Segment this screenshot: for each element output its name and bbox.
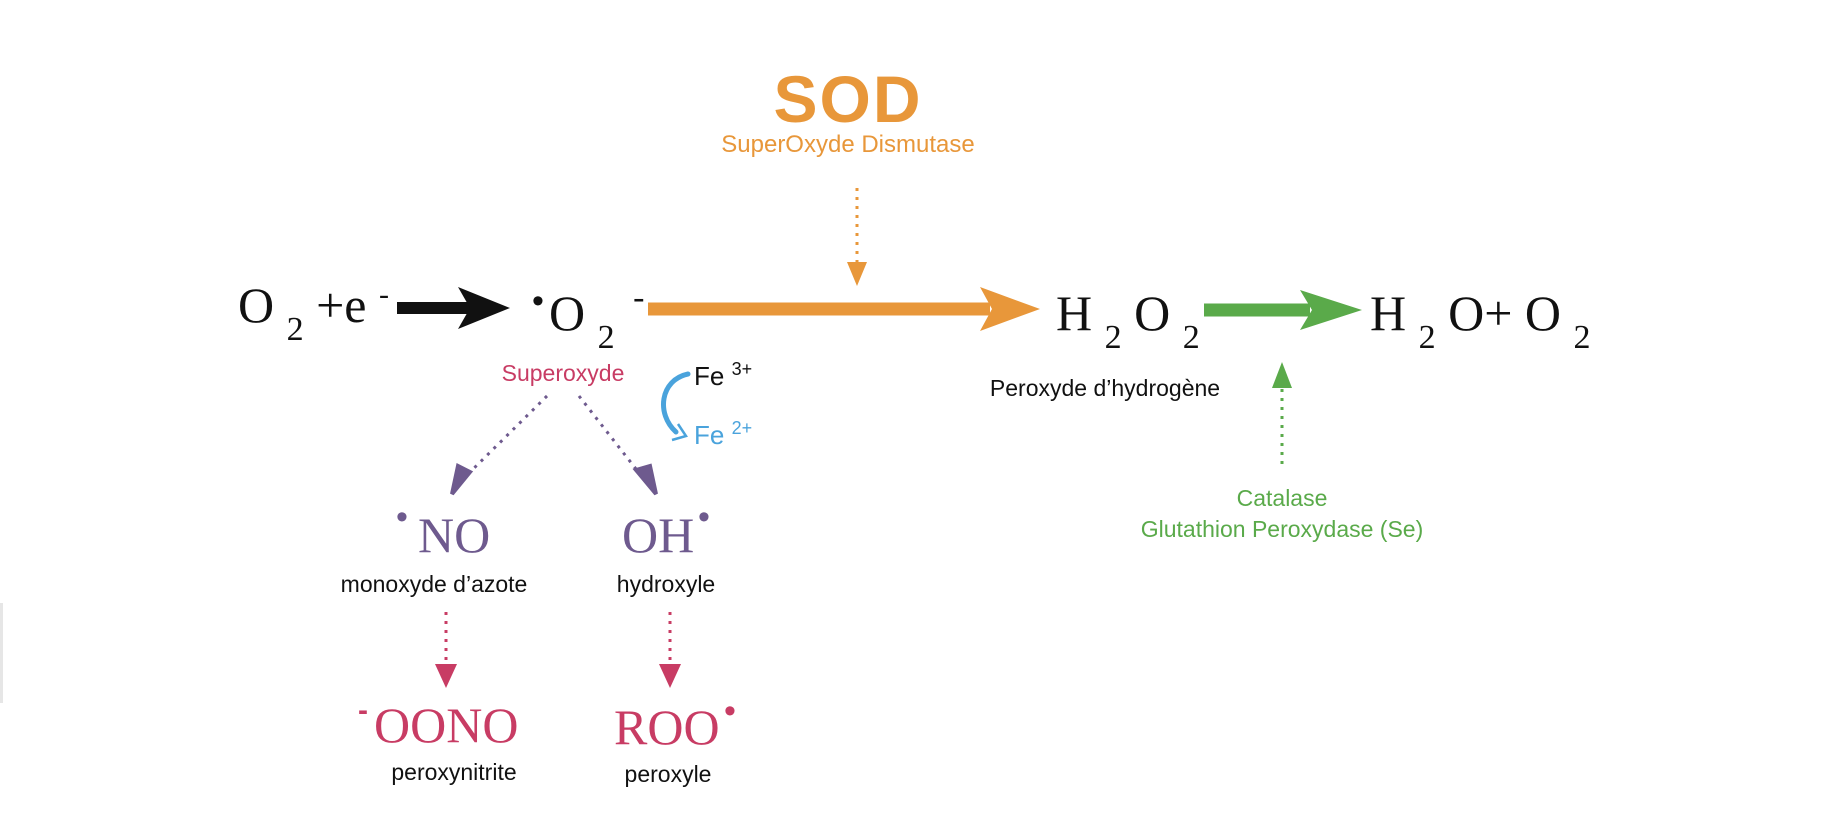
h2o2-h: H (1056, 285, 1092, 341)
glutathion-peroxydase-label: Glutathion Peroxydase (Se) (1141, 516, 1424, 542)
plus-electron: +e (316, 277, 366, 333)
final-o2-subscript: 2 (1574, 319, 1591, 356)
o2-subscript: 2 (287, 311, 304, 348)
water-h-subscript: 2 (1419, 319, 1436, 356)
superoxide-formula: O 2 - (549, 279, 644, 359)
to-roo-arrow-head (659, 664, 681, 688)
hydroxyle-label: hydroxyle (617, 571, 715, 597)
superoxide-subscript: 2 (598, 319, 615, 356)
to-oh-arrow-head (632, 463, 658, 496)
hydrogen-peroxide-formula: H 2 O 2 (1056, 285, 1200, 359)
roo-dot: • (724, 692, 736, 730)
peroxyde-hydrogene-label: Peroxyde d’hydrogène (990, 375, 1220, 401)
fe3-symbol: Fe (694, 361, 724, 391)
superoxide-dot: • (532, 282, 544, 320)
peroxyle-label: peroxyle (625, 761, 712, 787)
to-oono-arrow-head (435, 664, 457, 688)
superoxide-charge: - (633, 279, 644, 316)
no-dot: • (396, 498, 408, 536)
catalase-label: Catalase (1237, 485, 1328, 511)
water-o-plus-o: O+ O (1448, 285, 1561, 341)
monoxyde-azote-label: monoxyde d’azote (341, 571, 528, 597)
black-arrow-head (458, 287, 510, 329)
fe3-label: Fe 3+ (694, 359, 752, 391)
nitric-oxide-formula: NO (418, 507, 490, 563)
fe2-superscript: 2+ (732, 418, 753, 438)
peroxynitrite-formula: OONO (374, 697, 518, 753)
hydroxyl-formula: OH (622, 507, 694, 563)
oxygen-plus-electron: O 2 +e - (238, 277, 389, 351)
iron-arrow-head (671, 423, 688, 442)
to-oh-dotted-arrow (577, 395, 645, 479)
green-arrow-head (1300, 290, 1362, 330)
sod-arrow-head (847, 262, 867, 286)
water-h: H (1370, 285, 1406, 341)
electron-superscript: - (379, 278, 389, 311)
o2-symbol: O (238, 277, 274, 333)
orange-arrow-head (980, 287, 1040, 331)
superoxide-o: O (549, 285, 585, 341)
fe3-superscript: 3+ (732, 359, 753, 379)
h2o2-h-subscript: 2 (1105, 319, 1122, 356)
catalase-arrow-head (1272, 362, 1292, 388)
to-no-dotted-arrow (460, 394, 549, 482)
left-edge-mark (0, 603, 3, 703)
fe2-symbol: Fe (694, 420, 724, 450)
to-no-arrow-head (450, 463, 474, 496)
peroxynitrite-label: peroxynitrite (391, 759, 516, 785)
water-plus-oxygen: H 2 O+ O 2 (1370, 285, 1591, 359)
h2o2-o: O (1134, 285, 1170, 341)
superoxyde-label: Superoxyde (502, 360, 625, 386)
sod-abbreviation: SOD (773, 62, 922, 136)
fe2-label: Fe 2+ (694, 418, 752, 450)
peroxyl-formula: ROO (614, 699, 720, 755)
oono-charge: - (358, 694, 368, 727)
oh-dot: • (698, 498, 710, 536)
h2o2-o-subscript: 2 (1183, 319, 1200, 356)
iron-reduction-arrow (661, 371, 691, 435)
sod-full-name: SuperOxyde Dismutase (721, 131, 974, 158)
